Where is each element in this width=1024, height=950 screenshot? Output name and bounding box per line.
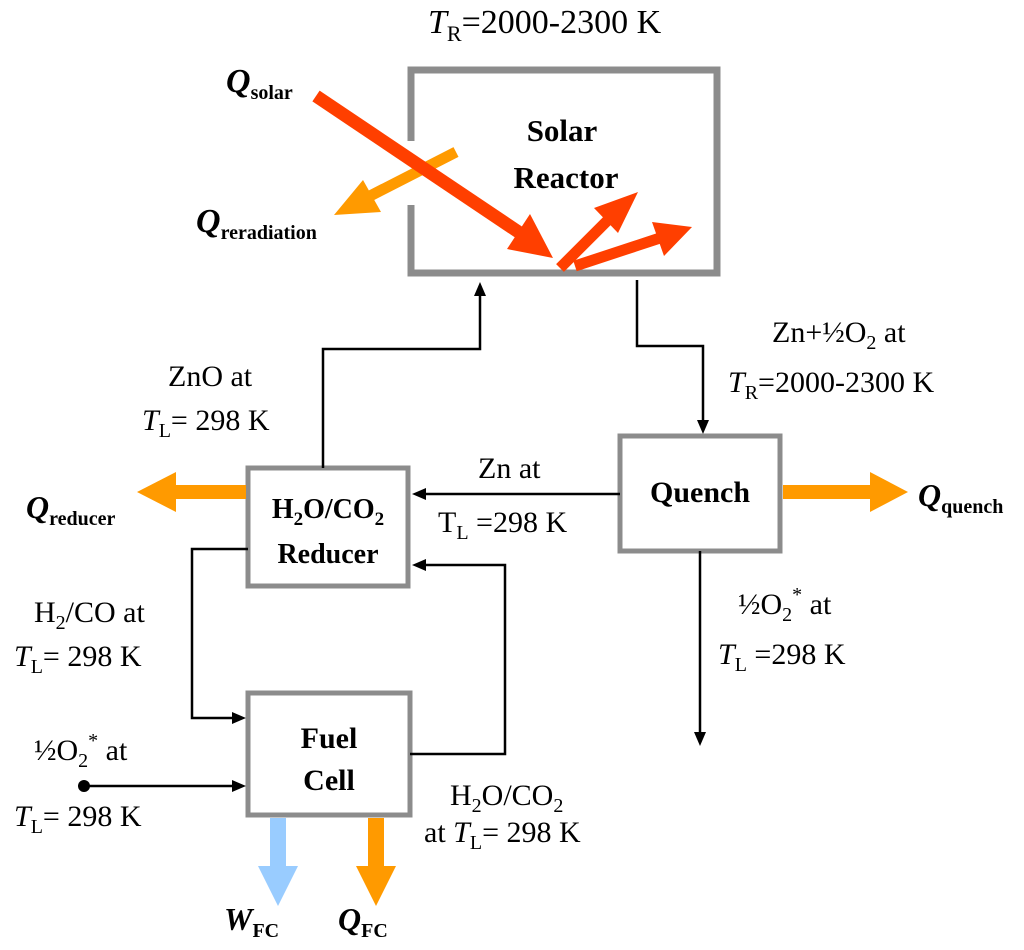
reactor-temperature: TR=2000-2300 K	[428, 4, 662, 46]
reradiation-arrow	[334, 147, 459, 215]
q-quench-arrow	[783, 472, 908, 512]
h2o-co2-stream-label: H2O/CO2	[450, 779, 563, 817]
solar-beam-arrow	[312, 90, 553, 258]
h2co-stream-temp: TL= 298 K	[14, 640, 142, 678]
fuel-cell-label-line1: Fuel	[301, 722, 358, 755]
reducer-box	[245, 465, 411, 589]
zn-o2-stream-label-line1: Zn+½O2 at	[772, 316, 906, 354]
q-reducer-arrow	[137, 472, 246, 512]
w-fc-arrow	[258, 818, 298, 906]
o2-from-quench-temp: TL =298 K	[718, 638, 846, 676]
quench-o2-out-line	[694, 551, 706, 746]
o2-to-fuelcell-line	[78, 780, 246, 792]
fuelcell-to-reducer-line	[410, 559, 507, 756]
o2-to-fuelcell-temp: TL= 298 K	[14, 800, 142, 838]
q-quench-label: Qquench	[918, 477, 1003, 518]
quench-to-reducer-line	[412, 488, 620, 500]
o2-to-fuelcell-label: ½O2* at	[34, 730, 128, 772]
o2-from-quench-label: ½O2* at	[738, 584, 832, 626]
fuel-cell-label-line2: Cell	[303, 764, 355, 797]
q-fc-arrow	[356, 818, 396, 906]
reducer-label-line2: Reducer	[277, 539, 378, 570]
reducer-to-fuelcell-line	[190, 547, 248, 724]
q-reducer-label: Qreducer	[26, 489, 116, 530]
quench-label: Quench	[650, 476, 750, 509]
solar-reactor-label-line1: Solar	[527, 113, 598, 148]
h2co-stream-label: H2/CO at	[34, 596, 145, 634]
q-solar-label: Qsolar	[226, 63, 293, 104]
zno-stream-label: ZnO at	[168, 360, 253, 393]
zn-o2-stream-temp: TR=2000-2300 K	[728, 366, 934, 404]
quench-box	[617, 433, 783, 554]
zno-stream-temp: TL= 298 K	[142, 404, 270, 442]
reflected-beam-arrows	[556, 192, 692, 272]
q-reradiation-label: Qreradiation	[196, 203, 317, 244]
zn-stream-temp: TL =298 K	[438, 506, 567, 544]
reducer-label-line1: H2O/CO2	[272, 494, 384, 530]
q-fc-label: QFC	[338, 901, 388, 942]
reducer-to-reactor-line	[321, 282, 486, 468]
h2o-co2-stream-temp: at TL= 298 K	[424, 816, 581, 854]
zn-stream-label: Zn at	[478, 452, 541, 485]
reactor-to-quench-line	[635, 280, 709, 434]
solar-reactor-label-line2: Reactor	[514, 160, 619, 195]
solar-reactor-box	[407, 66, 721, 277]
w-fc-label: WFC	[224, 901, 279, 942]
